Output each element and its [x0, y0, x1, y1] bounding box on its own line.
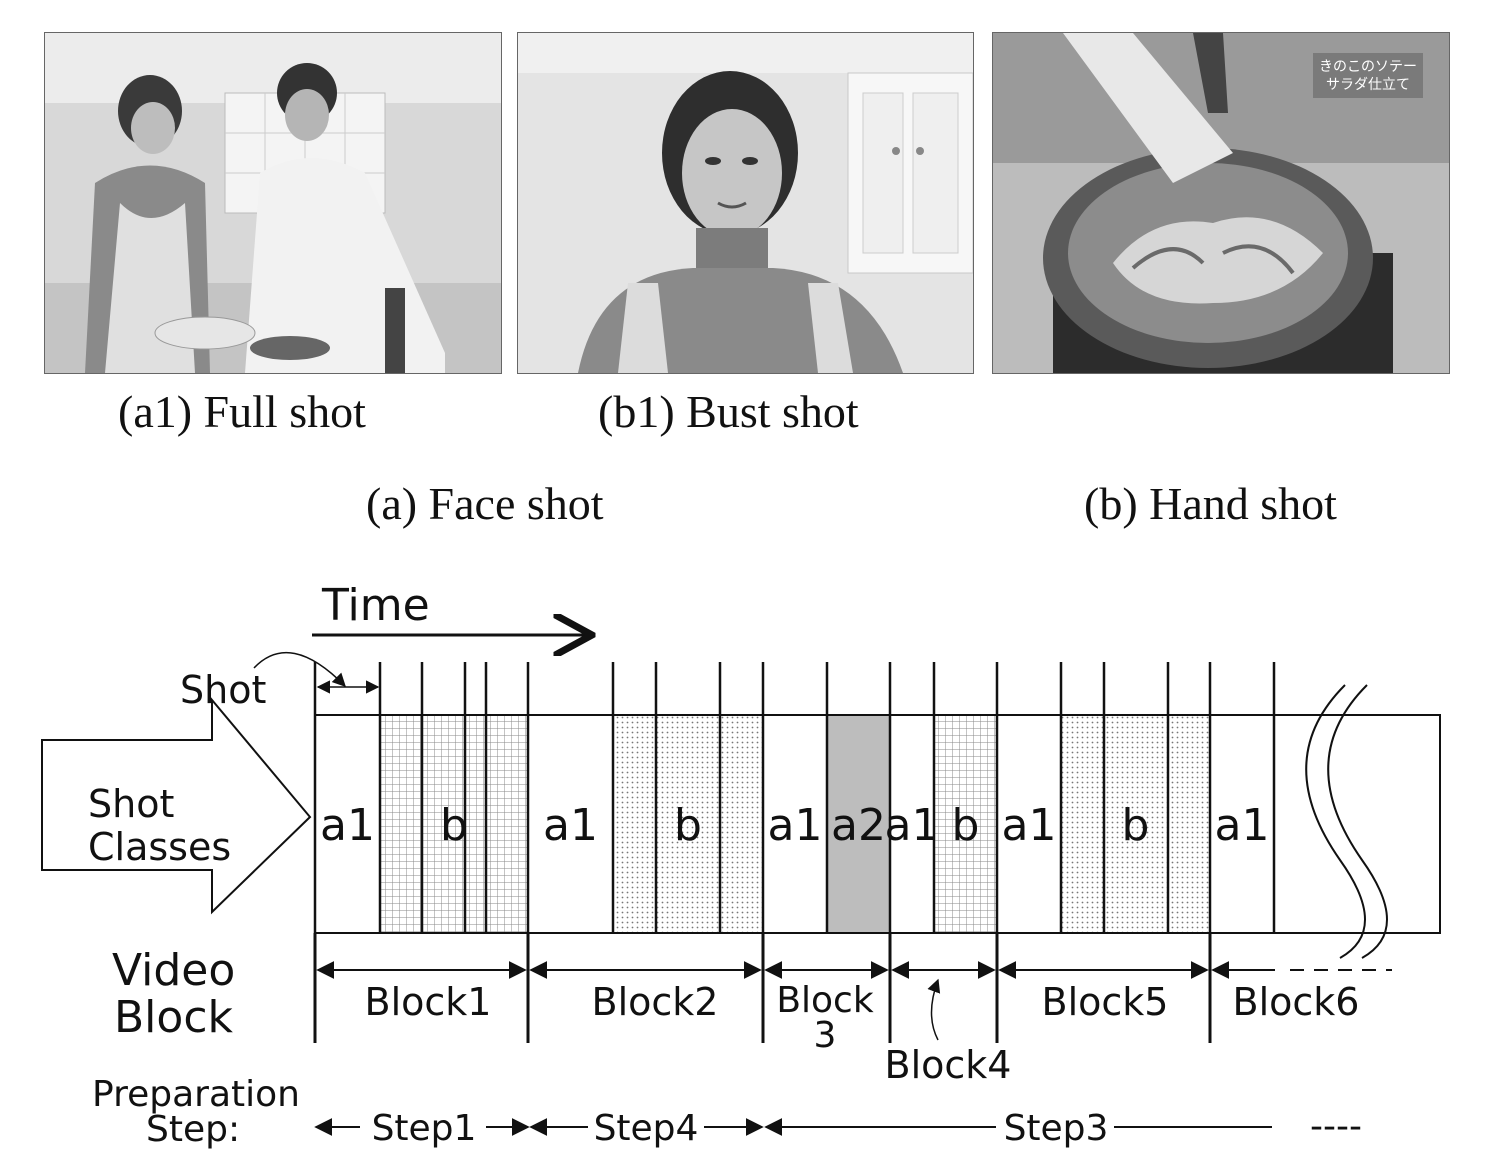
continuation-wave-right: [1327, 684, 1388, 959]
block4-label: Block4: [885, 1043, 1012, 1087]
caption-hand-shot: (b) Hand shot: [1084, 478, 1337, 529]
shot-segment: [1061, 715, 1210, 933]
prep-step-label-line2: Step:: [146, 1109, 240, 1150]
block1-label: Block1: [365, 980, 492, 1024]
shot-class-label: a1: [1215, 800, 1270, 851]
block4-pointer-arrow: [927, 978, 941, 1041]
shot-pointer-arrow: [253, 652, 346, 687]
shot-classes-label-line2: Classes: [88, 825, 231, 869]
shot-label: Shot: [180, 668, 266, 712]
block2-label: Block2: [592, 980, 719, 1024]
step3-label: Step3: [1004, 1108, 1109, 1149]
shot-classes-label-line1: Shot: [88, 782, 174, 826]
photo-hand-shot: きのこのソテー サラダ仕立て: [992, 32, 1450, 374]
step4-label: Step4: [594, 1108, 699, 1149]
kitchen-two-people-image: [45, 33, 501, 373]
shot-segment: [763, 715, 827, 933]
caption-bust-shot: (b1) Bust shot: [598, 386, 859, 437]
photo-full-shot: [44, 32, 502, 374]
step1-label: Step1: [372, 1108, 477, 1149]
pan-mushrooms-image: きのこのソテー サラダ仕立て: [993, 33, 1449, 373]
shot-class-label: b: [1122, 800, 1150, 851]
shot-class-label: b: [952, 800, 980, 851]
block3-label-line1: Block: [776, 980, 874, 1021]
prep-step-label-line1: Preparation: [92, 1074, 300, 1115]
shot-classes-arrow: [41, 697, 312, 915]
block6-label: Block6: [1233, 980, 1360, 1024]
woman-bust-image: [518, 33, 973, 373]
shot-segment: [827, 715, 890, 933]
shot-segment: [315, 715, 380, 933]
shot-segment: [934, 715, 997, 933]
shot-class-label: a1: [768, 800, 823, 851]
video-block-label-line1: Video: [112, 945, 235, 996]
block3-label-line2: 3: [814, 1015, 837, 1056]
shot-class-label: b: [674, 800, 702, 851]
shot-segment: [1210, 715, 1274, 933]
shot-class-label: a1: [543, 800, 598, 851]
caption-full-shot: (a1) Full shot: [118, 386, 366, 437]
overlay-title-line1: きのこのソテー: [1319, 59, 1417, 75]
block5-label: Block5: [1042, 980, 1169, 1024]
shot-class-label: a1: [885, 800, 940, 851]
video-block-label-line2: Block: [114, 992, 234, 1043]
shot-segment: [528, 715, 613, 933]
shot-class-label: a1: [1002, 800, 1057, 851]
caption-face-shot: (a) Face shot: [366, 478, 604, 529]
shot-class-label: b: [440, 800, 468, 851]
step-continuation-label: ----: [1310, 1106, 1362, 1147]
overlay-title-line2: サラダ仕立て: [1326, 77, 1410, 93]
shot-class-label: a2: [831, 800, 886, 851]
continuation-wave-left: [1305, 684, 1366, 959]
shot-segment: [380, 715, 528, 933]
time-label: Time: [321, 580, 430, 631]
shot-segment: [997, 715, 1061, 933]
shot-segment: [613, 715, 763, 933]
shot-class-label: a1: [320, 800, 375, 851]
photo-bust-shot: [517, 32, 974, 374]
shot-segment: [890, 715, 934, 933]
